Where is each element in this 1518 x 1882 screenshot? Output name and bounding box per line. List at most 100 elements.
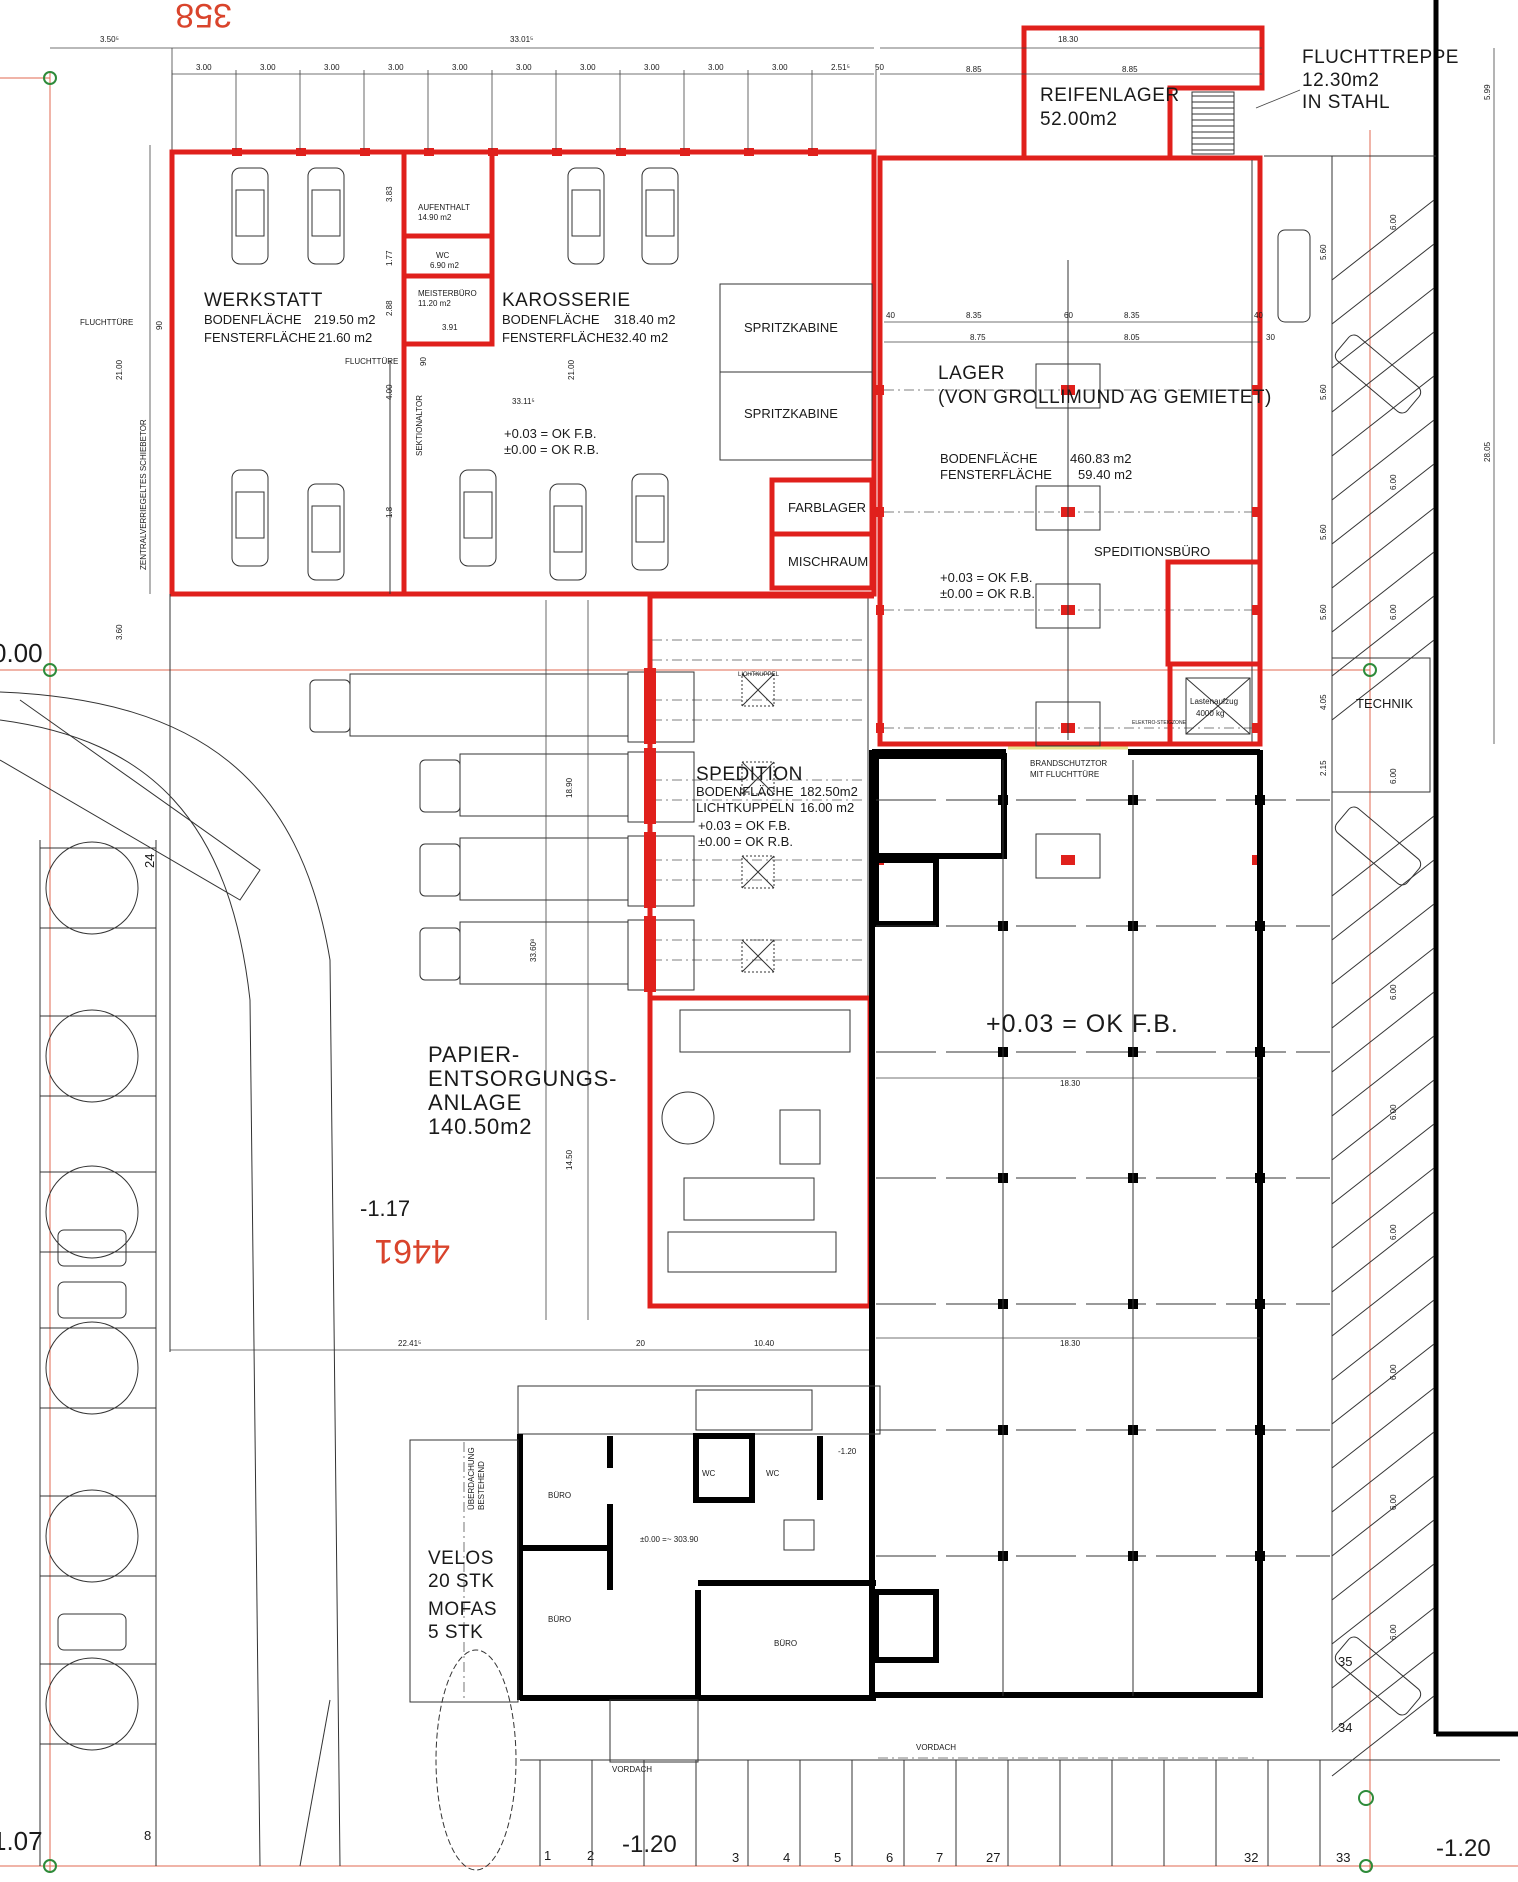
hatch-line (1331, 1387, 1435, 1469)
car-icon (57, 1229, 127, 1267)
column (1252, 385, 1262, 395)
werkstatt-floor-label: BODENFLÄCHE (204, 312, 302, 327)
buero-2: BÜRO (548, 1615, 571, 1624)
car-icon (549, 483, 587, 581)
car-icon (459, 469, 497, 567)
hatch-line (1331, 243, 1435, 325)
dim-right-top: 5.99 (1483, 84, 1492, 100)
hatch-line (1331, 991, 1435, 1073)
car-icon (231, 469, 269, 567)
column (1255, 921, 1265, 931)
papier-line1: PAPIER- (428, 1042, 520, 1067)
hatch-line (1331, 199, 1435, 281)
red-annotation-358: 358 (175, 0, 232, 34)
dim-right: 6.00 (1389, 1624, 1398, 1640)
skylight-icon (741, 939, 775, 973)
car-icon (231, 167, 269, 265)
vordach-2: VORDACH (916, 1743, 956, 1752)
karosserie-window-label: FENSTERFLÄCHE (502, 330, 614, 345)
tree-icon (435, 1649, 517, 1871)
dim-top-chain: 3.00 (644, 63, 660, 72)
skylight-cross (741, 761, 775, 795)
speditionsbuero: SPEDITIONSBÜRO (1094, 544, 1210, 559)
workshop-block: WERKSTATT BODENFLÄCHE 219.50 m2 FENSTERF… (80, 145, 877, 597)
dim-meister-width: 3.91 (442, 323, 458, 332)
dock-wall (644, 668, 656, 744)
dim-gap: 20 (636, 1339, 645, 1348)
column (1252, 507, 1262, 517)
survey-point-icon (43, 663, 57, 677)
dim-right: 6.00 (1389, 1224, 1398, 1240)
hatch-line (1331, 1607, 1435, 1689)
dim-hall-w2: 18.30 (1060, 1339, 1081, 1348)
column (1252, 723, 1262, 733)
dim-right: 2.15 (1319, 760, 1328, 776)
hatch-line (1331, 375, 1435, 457)
hatch-line (1331, 1255, 1435, 1337)
survey-point-icon (1359, 1859, 1373, 1873)
schiebetor-label: ZENTRALVERRIEGELTES SCHIEBETOR (139, 419, 148, 570)
dim-top-chain: 50 (875, 63, 884, 72)
dim-werkstatt-mid: 33.11⁵ (512, 397, 535, 406)
column (1255, 1425, 1265, 1435)
parking-number: 7 (936, 1850, 943, 1865)
car-icon (57, 1613, 127, 1651)
dim-werk-v5: 1.8 (385, 506, 394, 518)
dim-top-chain: 3.00 (516, 63, 532, 72)
spedition-floor: 182.50m2 (800, 784, 858, 799)
dim-top-total: 33.01⁵ (510, 35, 533, 44)
dim-right: 6.00 (1389, 1104, 1398, 1120)
spritzkabine-2: SPRITZKABINE (744, 406, 838, 421)
skylight-icon (741, 673, 775, 707)
wc-1: WC (702, 1469, 716, 1478)
dim-right: 5.60 (1319, 524, 1328, 540)
right-strip: TECHNIK 28.05 5.99 5.605.605.605.604.052… (1264, 0, 1518, 1777)
reifenlager-block: REIFENLAGER 52.00m2 FLUCHTTREPPE 12.30m2… (880, 25, 1458, 156)
skylight-cross (741, 855, 775, 889)
spedition-skylight-label: LICHTKUPPELN (696, 800, 794, 815)
parking-number: 35 (1338, 1654, 1352, 1669)
loading-dock (627, 835, 695, 907)
paint-area: SPRITZKABINE SPRITZKABINE FARBLAGER MISC… (719, 283, 875, 591)
karosserie-floor: 318.40 m2 (614, 312, 675, 327)
dim-right: 5.60 (1319, 384, 1328, 400)
dim-sped-total: 33.60⁸ (529, 939, 538, 962)
dim-top-chain: 3.00 (708, 63, 724, 72)
column-footing (1035, 833, 1101, 879)
buero-3: BÜRO (774, 1639, 797, 1648)
hatch-line (1331, 1079, 1435, 1161)
papier-block: PAPIER- ENTSORGUNGS- ANLAGE 140.50m2 14.… (169, 594, 873, 1352)
werkstatt-floor: 219.50 m2 (314, 312, 375, 327)
car-icon (631, 473, 669, 571)
column (1252, 605, 1262, 615)
dim-top-chain: 2.51⁵ (831, 63, 850, 72)
door-width: 90 (419, 357, 428, 366)
stair-level: -1.20 (838, 1447, 857, 1456)
level-left-bottom: 1.07 (0, 1826, 43, 1856)
wc-2: WC (766, 1469, 780, 1478)
dock-wall (644, 832, 656, 908)
spedition-name: SPEDITION (696, 764, 803, 785)
loading-dock (627, 751, 695, 823)
truck-cab-icon (419, 759, 461, 813)
spedition-floor-label: BODENFLÄCHE (696, 784, 794, 799)
dim-werk-v4: 4.00 (385, 384, 394, 400)
lichtkuppel-label: LICHTKUPPEL (738, 672, 780, 678)
dim-right: 6.00 (1389, 768, 1398, 784)
lager-block: 40 8.35 60 8.35 40 8.75 8.05 30 LAGER (V… (876, 155, 1275, 879)
lager-floor-label: BODENFLÄCHE (940, 451, 1038, 466)
dim-top-chain: 3.00 (580, 63, 596, 72)
velos-line3: MOFAS (428, 1599, 497, 1620)
ueberdachung-2: BESTEHEND (477, 1461, 486, 1510)
dim-right: 6.00 (1389, 214, 1398, 230)
karosserie-name: KAROSSERIE (502, 290, 631, 311)
lager-level-fb: +0.03 = OK F.B. (940, 570, 1033, 585)
technik: TECHNIK (1356, 696, 1413, 711)
car-icon (1277, 229, 1311, 323)
levels: 0.00 1.07 -1.17 -1.20 -1.20 4461 358 (0, 0, 1491, 1862)
dim-right: 5.60 (1319, 604, 1328, 620)
hatch-line (1331, 331, 1435, 413)
parking-number: 33 (1336, 1850, 1350, 1865)
dim-top-chain: 3.00 (388, 63, 404, 72)
